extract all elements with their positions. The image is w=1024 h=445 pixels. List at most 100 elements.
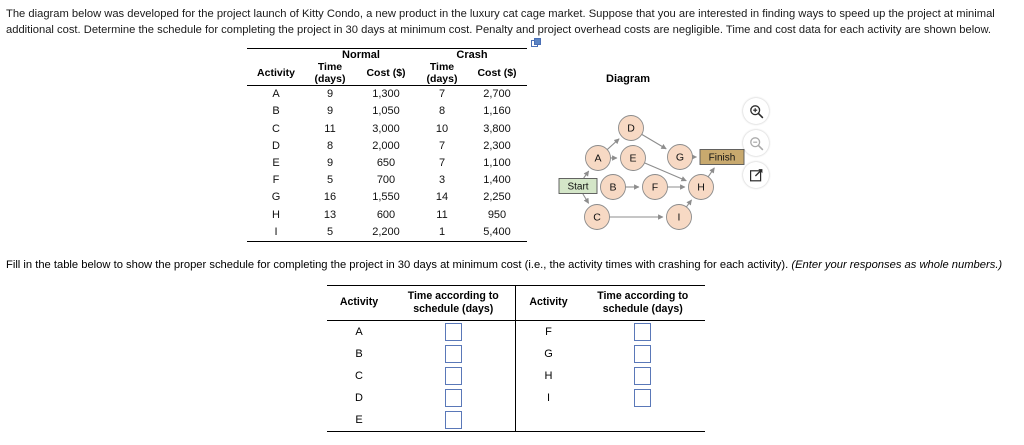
answer-activity-left: A bbox=[355, 326, 363, 339]
diagram-node-finish[interactable]: Finish bbox=[699, 149, 745, 165]
cell-activity: H bbox=[272, 208, 280, 221]
cell-activity: B bbox=[272, 105, 280, 118]
answer-input-box[interactable] bbox=[634, 345, 652, 364]
cell-crash-cost: 2,300 bbox=[483, 139, 511, 152]
cell-activity: D bbox=[272, 139, 280, 152]
instruction-emphasis: (Enter your responses as whole numbers.) bbox=[791, 259, 1003, 271]
cell-normal-cost: 650 bbox=[376, 156, 396, 169]
answer-time-cell-right bbox=[580, 409, 705, 433]
cell-normal-time: 8 bbox=[326, 139, 334, 152]
cell-crash-time: 7 bbox=[438, 139, 446, 152]
zoom-out-icon[interactable] bbox=[743, 130, 769, 156]
answer-header-time-left: Time according to schedule (days) bbox=[390, 284, 516, 322]
cell-activity: E bbox=[272, 156, 280, 169]
diagram-title: Diagram bbox=[606, 73, 651, 85]
cell-crash-cost: 2,250 bbox=[483, 191, 511, 204]
answer-header-activity-right: Activity bbox=[515, 284, 581, 322]
cell-normal-cost: 3,000 bbox=[372, 122, 400, 135]
cell-crash-time: 14 bbox=[435, 191, 449, 204]
diagram-node-g[interactable]: G bbox=[667, 144, 693, 170]
cell-normal-cost: 1,550 bbox=[372, 191, 400, 204]
cell-activity: F bbox=[272, 174, 280, 187]
cell-activity: G bbox=[271, 191, 281, 204]
node-label: A bbox=[594, 153, 601, 165]
cell-normal-cost: 600 bbox=[376, 208, 396, 221]
diagram-node-a[interactable]: A bbox=[585, 145, 611, 171]
node-label: Finish bbox=[709, 153, 736, 164]
zoom-in-icon[interactable] bbox=[743, 98, 769, 124]
node-shape bbox=[584, 204, 610, 230]
diagram-edge-d-to-g bbox=[641, 133, 667, 150]
diagram-node-d[interactable]: D bbox=[618, 115, 644, 141]
answer-input-box[interactable] bbox=[444, 345, 462, 364]
cell-crash-cost: 5,400 bbox=[467, 223, 527, 242]
diagram-node-e[interactable]: E bbox=[620, 145, 646, 171]
header-activity: Activity bbox=[247, 61, 305, 87]
answer-header-time-right: Time according to schedule (days) bbox=[580, 284, 705, 322]
answer-input-box[interactable] bbox=[444, 323, 462, 342]
answer-activity-left: C bbox=[355, 370, 363, 383]
answer-activity-right: G bbox=[515, 343, 581, 366]
diagram-node-f[interactable]: F bbox=[642, 174, 668, 200]
node-shape bbox=[558, 178, 598, 194]
answer-header-time-right-line2: schedule (days) bbox=[602, 302, 683, 315]
diagram-node-h[interactable]: H bbox=[688, 174, 714, 200]
group-header-blank bbox=[247, 48, 305, 61]
header-crash-time-line2: (days) bbox=[426, 73, 458, 86]
header-crash-time: Time (days) bbox=[417, 61, 467, 87]
cell-normal-time: 5 bbox=[305, 223, 355, 242]
cell-normal-cost: 1,300 bbox=[372, 88, 400, 101]
instruction-main: Fill in the table below to show the prop… bbox=[6, 259, 789, 271]
schedule-answer-table: Activity Time according to schedule (day… bbox=[327, 284, 705, 433]
cell-normal-time: 11 bbox=[324, 122, 336, 135]
cell-crash-time: 10 bbox=[435, 122, 449, 135]
answer-activity-right: F bbox=[515, 320, 581, 344]
answer-input-box[interactable] bbox=[444, 411, 462, 430]
node-shape bbox=[600, 174, 626, 200]
cell-crash-time: 11 bbox=[436, 208, 448, 221]
diagram-node-b[interactable]: B bbox=[600, 174, 626, 200]
node-label: D bbox=[627, 123, 635, 135]
answer-activity-left: D bbox=[355, 392, 363, 405]
answer-input-box[interactable] bbox=[634, 389, 652, 408]
answer-input-box[interactable] bbox=[634, 367, 652, 386]
answer-activity-right: I bbox=[515, 387, 581, 410]
node-label: F bbox=[652, 182, 658, 194]
node-shape bbox=[688, 174, 714, 200]
cell-normal-time: 5 bbox=[326, 174, 334, 187]
diagram-node-start[interactable]: Start bbox=[558, 178, 598, 194]
table-row: E bbox=[327, 409, 705, 433]
cell-crash-cost: 1,100 bbox=[483, 156, 511, 169]
cell-normal-time: 9 bbox=[326, 105, 334, 118]
diagram-edge-e-to-h bbox=[644, 162, 687, 182]
diagram-node-i[interactable]: I bbox=[666, 204, 692, 230]
diagram-edge-a-to-d bbox=[606, 138, 620, 150]
answer-input-box[interactable] bbox=[444, 389, 462, 408]
answer-header-activity-left: Activity bbox=[327, 284, 391, 322]
answer-activity-right: H bbox=[515, 365, 581, 388]
copy-icon[interactable] bbox=[531, 36, 542, 47]
answer-time-cell-left bbox=[390, 409, 516, 433]
header-normal-time-line1: Time bbox=[317, 61, 343, 73]
group-header-crash: Crash bbox=[417, 48, 527, 61]
answer-input-box[interactable] bbox=[444, 367, 462, 386]
answer-input-box[interactable] bbox=[634, 323, 652, 342]
data-table-header-row: Activity Time (days) Cost ($) Time (days… bbox=[247, 61, 527, 87]
diagram-node-c[interactable]: C bbox=[584, 204, 610, 230]
answer-time-cell-right bbox=[580, 321, 705, 344]
header-crash-cost: Cost ($) bbox=[467, 61, 527, 87]
node-shape bbox=[666, 204, 692, 230]
open-popout-icon[interactable] bbox=[743, 162, 769, 188]
cell-activity: C bbox=[272, 122, 280, 135]
